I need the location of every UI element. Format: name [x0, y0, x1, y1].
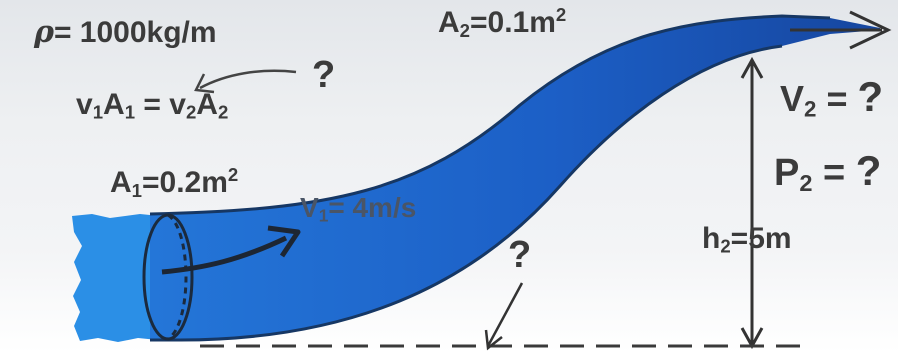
- area1-exponent: 2: [227, 164, 239, 185]
- velocity1-label: V1= 4m/s: [300, 194, 416, 225]
- velocity-v1-arrowhead: [267, 225, 301, 258]
- pressure-question-mark: ?: [508, 234, 532, 276]
- eq-a2: A: [196, 88, 218, 121]
- eq-equals: =: [135, 88, 170, 121]
- water-splash: [72, 214, 160, 342]
- continuity-equation: v1A1 = v2A2: [76, 90, 228, 122]
- eq-v1: v: [76, 88, 93, 121]
- pressure2-equals: =: [812, 152, 856, 194]
- pipe-bottom-edge: [150, 44, 783, 342]
- continuity-hint-arrow: [199, 69, 297, 90]
- eq-v2-sub: 2: [185, 101, 197, 123]
- area1-base: A: [110, 166, 132, 200]
- density-symbol: ρ: [34, 15, 54, 50]
- eq-a1-sub: 1: [124, 101, 136, 123]
- pressure2-base: P: [774, 152, 800, 194]
- velocity1-base: V: [300, 192, 319, 223]
- velocity-v1-arrow: [161, 235, 288, 275]
- eq-a2-sub: 2: [217, 101, 229, 123]
- area2-exponent: 2: [555, 4, 567, 25]
- pressure2-label: P2 = ?: [774, 150, 881, 195]
- height2-label: h2=5m: [702, 224, 792, 256]
- pressure-question-pointer: [486, 282, 524, 347]
- height-arrow-top: [740, 56, 764, 79]
- eq-v1-sub: 1: [92, 101, 104, 123]
- eq-v2: v: [169, 88, 186, 121]
- area1-value: =0.2m: [142, 166, 228, 200]
- eq-a1: A: [103, 88, 125, 121]
- pressure-question-pointer-head: [484, 329, 503, 351]
- velocity2-base: V: [780, 78, 805, 119]
- outlet-arrowhead: [849, 10, 892, 50]
- velocity1-sub: 1: [318, 205, 329, 226]
- area2-label: A2=0.1m2: [438, 4, 567, 41]
- pipe-top-edge: [149, 14, 831, 216]
- density-label: ρ= 1000kg/m: [34, 18, 217, 48]
- velocity1-value: = 4m/s: [328, 192, 417, 223]
- velocity2-label: V2 = ?: [780, 76, 883, 121]
- area1-label: A1=0.2m2: [110, 164, 239, 201]
- area2-value: =0.1m: [470, 6, 556, 40]
- height2-sub: 2: [720, 235, 731, 257]
- pressure2-sub: 2: [799, 169, 813, 196]
- velocity2-unknown: ?: [857, 73, 884, 120]
- area2-sub: 2: [459, 19, 471, 41]
- continuity-question-mark: ?: [312, 54, 336, 96]
- area2-base: A: [438, 6, 460, 40]
- velocity2-sub: 2: [804, 96, 817, 122]
- velocity2-equals: =: [816, 78, 858, 119]
- pressure2-unknown: ?: [855, 147, 882, 194]
- inlet-cross-section-dashed: [167, 213, 188, 341]
- area1-sub: 1: [131, 179, 143, 201]
- continuity-hint-arrowhead: [194, 73, 215, 94]
- height2-base: h: [702, 222, 721, 255]
- height2-value: =5m: [730, 222, 792, 255]
- density-value: = 1000kg/m: [53, 16, 217, 49]
- pipe-flow: [150, 16, 880, 340]
